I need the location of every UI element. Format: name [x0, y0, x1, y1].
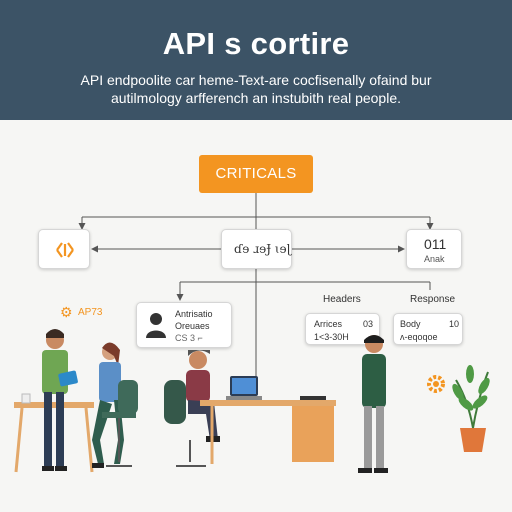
status-code: 011: [424, 236, 447, 252]
headers-line1: Arrices: [314, 319, 343, 329]
user-icon: [146, 313, 166, 338]
gear-decoration-icon: [427, 375, 445, 393]
gear-icon: ⚙: [60, 304, 73, 320]
endpoint-node: ɗɘ ɹɘɈ ɩɘɭ: [221, 229, 292, 269]
response-label: Response: [410, 294, 456, 305]
code-node: [38, 229, 90, 269]
person-green-shirt: [42, 329, 78, 471]
response-line2: ʌ-eqoqoe: [400, 332, 438, 342]
api-badge-label: AP73: [78, 307, 103, 318]
headers-label: Headers: [323, 294, 361, 305]
criticals-node: CRITICALS: [199, 155, 313, 193]
code-brackets-icon: [56, 242, 74, 258]
authorization-node: Antrisatio Oreuaes CS 3 ⌐: [136, 302, 232, 348]
response-line1: Body: [400, 319, 421, 329]
headers-node: Arrices 03 1<3-30H: [305, 313, 380, 345]
auth-title: Antrisatio: [175, 309, 213, 319]
page-title: API s cortire: [162, 26, 350, 61]
response-value1: 10: [449, 319, 460, 329]
left-chair: [102, 380, 138, 467]
auth-line2: Oreuaes: [175, 321, 210, 331]
main-desk: [200, 376, 336, 464]
left-desk: [14, 393, 94, 473]
auth-line3: CS 3 ⌐: [175, 333, 203, 343]
person-seated-laptop: [186, 350, 220, 442]
header-banner: API s cortire API endpoolite car heme-Te…: [0, 0, 512, 120]
person-standing-right: [358, 335, 388, 473]
status-node: 011 Anak: [406, 229, 462, 269]
headers-line2: 1<3-30H: [314, 332, 349, 342]
status-label: Anak: [424, 254, 445, 264]
response-node: Body 10 ʌ-eqoqoe: [393, 313, 463, 345]
page-subtitle: API endpoolite car heme-Text-are cocfise…: [80, 72, 432, 106]
headers-value1: 03: [363, 319, 374, 329]
potted-plant: [452, 365, 490, 452]
endpoint-label: ɗɘ ɹɘɈ ɩɘɭ: [234, 242, 292, 256]
center-chair: [164, 380, 206, 467]
